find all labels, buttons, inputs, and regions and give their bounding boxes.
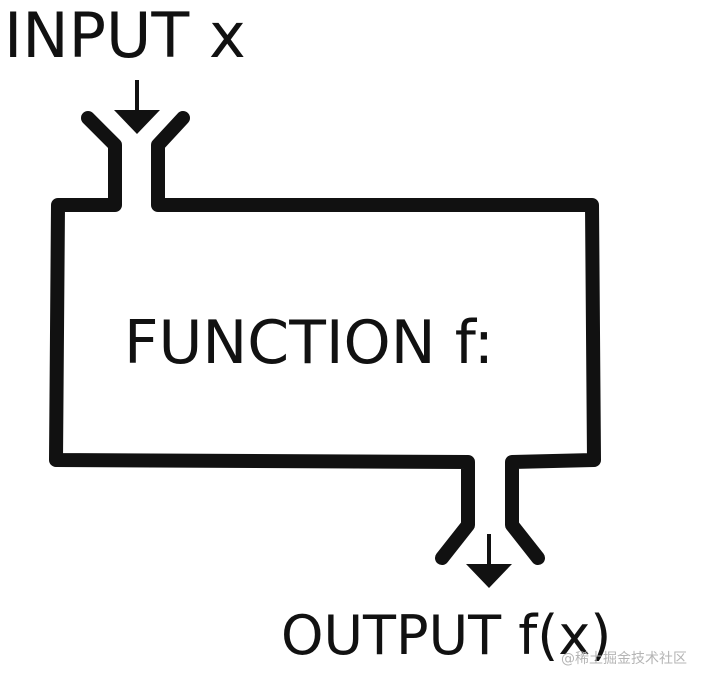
function-box-outline xyxy=(49,111,601,565)
watermark: @稀土掘金技术社区 xyxy=(561,651,687,667)
input-label: INPUT x xyxy=(4,0,246,72)
function-label: FUNCTION f: xyxy=(124,308,494,378)
output-arrow-head xyxy=(466,564,512,588)
output-label: OUTPUT f(x) xyxy=(281,604,611,667)
input-arrow-head xyxy=(114,110,160,134)
